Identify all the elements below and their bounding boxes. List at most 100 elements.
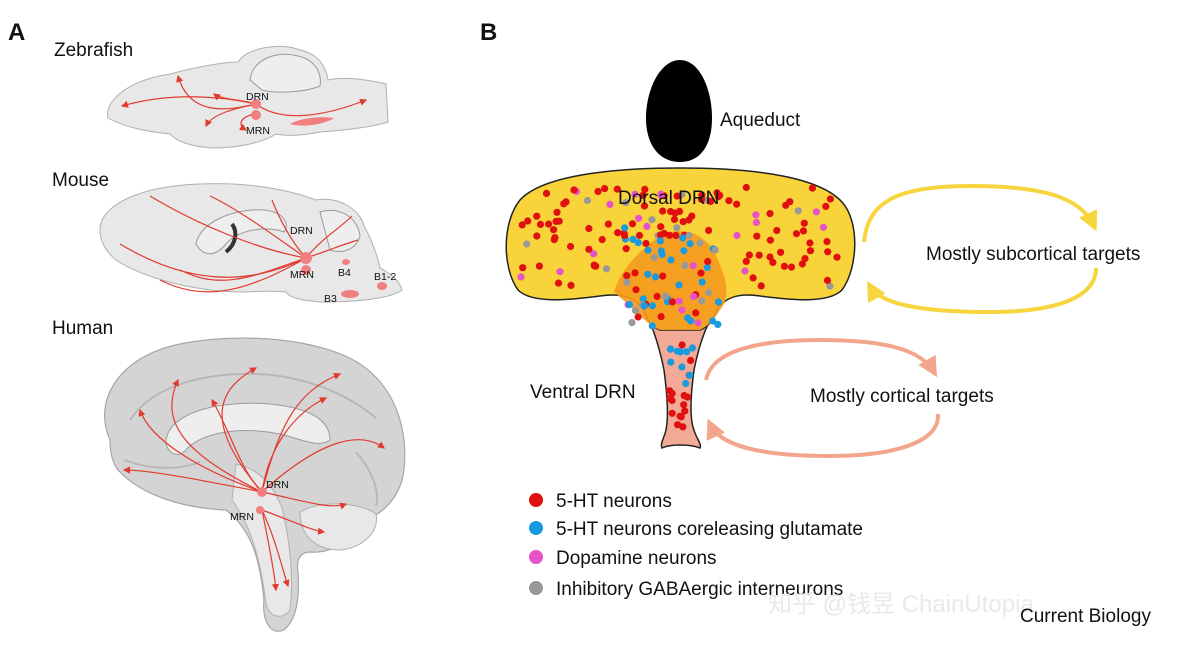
neuron-dot bbox=[639, 191, 647, 199]
neuron-dot bbox=[583, 196, 592, 205]
aqueduct-shape bbox=[646, 60, 712, 162]
neuron-dot bbox=[833, 253, 841, 261]
neuron-dot bbox=[653, 292, 661, 300]
neuron-dot bbox=[678, 363, 686, 371]
neuron-dot bbox=[675, 281, 683, 289]
neuron-dot bbox=[665, 231, 674, 239]
neuron-dot bbox=[567, 242, 575, 251]
legend-dot-dopamine bbox=[529, 550, 543, 564]
human-projection-8 bbox=[211, 398, 263, 493]
mouse-mrn bbox=[301, 265, 311, 275]
neuron-dot bbox=[733, 231, 741, 240]
mouse-b4-label: B4 bbox=[338, 267, 351, 279]
neuron-dot bbox=[686, 371, 694, 379]
neuron-dot bbox=[688, 212, 696, 220]
neuron-dot bbox=[550, 236, 558, 244]
mouse-drn bbox=[300, 252, 312, 264]
mouse-b1-2 bbox=[377, 282, 387, 290]
panel-a-letter: A bbox=[8, 19, 25, 46]
neuron-dot bbox=[686, 240, 694, 248]
neuron-dot bbox=[657, 247, 665, 255]
neuron-dot bbox=[650, 253, 658, 262]
neuron-dot bbox=[641, 185, 649, 193]
mouse-projection-1 bbox=[119, 243, 307, 278]
human-projection-6 bbox=[261, 491, 348, 510]
neuron-dot bbox=[667, 345, 675, 353]
panel-b: B Aqueduct Dorsal DRN Ventral DRN Mostly… bbox=[480, 19, 1151, 627]
mouse-b1-2-label: B1-2 bbox=[374, 271, 396, 283]
neuron-dot bbox=[680, 392, 688, 400]
neuron-dot bbox=[594, 187, 602, 196]
neuron-dot bbox=[689, 262, 697, 270]
neuron-dot bbox=[713, 189, 721, 197]
neuron-dot bbox=[800, 219, 808, 227]
neuron-dot bbox=[651, 273, 660, 281]
neuron-dot bbox=[798, 260, 807, 268]
neuron-dot bbox=[812, 208, 821, 216]
neuron-dot bbox=[703, 263, 711, 271]
ventral-drn-shape bbox=[638, 299, 724, 450]
neuron-dot bbox=[742, 257, 750, 265]
neuron-dot bbox=[644, 246, 652, 254]
legend-label-gaba: Inhibitory GABAergic interneurons bbox=[556, 579, 843, 600]
neuron-dot bbox=[823, 276, 832, 284]
neuron-dot bbox=[766, 236, 775, 244]
neuron-dot bbox=[755, 251, 763, 259]
human-cerebellum bbox=[299, 503, 378, 551]
neuron-dot bbox=[676, 412, 684, 420]
neuron-dot bbox=[670, 215, 679, 223]
neuron-dot bbox=[808, 184, 817, 192]
legend-dot-5ht-glutamate bbox=[529, 521, 543, 535]
neuron-dot bbox=[680, 401, 688, 409]
neuron-dot bbox=[628, 319, 636, 327]
neuron-dot bbox=[688, 344, 697, 352]
neuron-dot bbox=[773, 226, 781, 235]
neuron-dot bbox=[822, 202, 830, 210]
legend-label-5ht: 5-HT neurons bbox=[556, 491, 672, 512]
legend: 5-HT neurons 5-HT neurons coreleasing gl… bbox=[529, 491, 863, 600]
neuron-dot bbox=[533, 212, 541, 220]
neuron-dot bbox=[518, 221, 526, 229]
human-projection-10 bbox=[261, 509, 279, 592]
human-corpus-callosum bbox=[165, 402, 331, 455]
neuron-dot bbox=[623, 278, 631, 286]
human-drn-label: DRN bbox=[266, 479, 289, 491]
neuron-dot bbox=[635, 231, 644, 240]
mouse-brain: Mouse DRN MRN B4 B1-2 B3 bbox=[52, 170, 403, 305]
subcortical-arrow-bottom bbox=[867, 267, 1098, 315]
neuron-dot bbox=[741, 267, 749, 275]
neuron-dot bbox=[631, 190, 639, 198]
cortical-arrow-top bbox=[704, 337, 938, 381]
neuron-dot bbox=[631, 306, 640, 315]
neuron-dot bbox=[794, 207, 802, 215]
neuron-dot bbox=[606, 200, 614, 208]
mouse-drn-label: DRN bbox=[290, 225, 313, 237]
neuron-dot bbox=[620, 232, 629, 240]
neuron-dot bbox=[676, 348, 684, 356]
neuron-dot bbox=[590, 261, 598, 269]
neuron-dot bbox=[635, 214, 643, 222]
neuron-dot bbox=[697, 269, 705, 277]
neuron-dot bbox=[672, 231, 680, 240]
human-drn bbox=[257, 487, 267, 497]
neuron-dot bbox=[623, 272, 631, 280]
mouse-projection-7 bbox=[305, 239, 359, 259]
neuron-dot bbox=[542, 189, 551, 197]
neuron-dot bbox=[683, 348, 691, 356]
zebrafish-hindbrain-nucleus bbox=[290, 117, 334, 126]
neuron-dot bbox=[714, 320, 722, 328]
mouse-mrn-label: MRN bbox=[290, 269, 314, 281]
neuron-dot bbox=[648, 322, 656, 330]
neuron-dot bbox=[692, 309, 700, 317]
neuron-dot bbox=[629, 235, 637, 243]
neuron-dot bbox=[777, 248, 785, 256]
mouse-projection-5 bbox=[179, 257, 307, 281]
neuron-dot bbox=[554, 279, 563, 287]
neuron-dot bbox=[711, 246, 719, 254]
neuron-dot bbox=[742, 183, 750, 192]
human-projection-11 bbox=[261, 509, 290, 588]
neuron-dot bbox=[753, 232, 761, 240]
legend-label-5ht-glutamate: 5-HT neurons coreleasing glutamate bbox=[556, 519, 863, 540]
human-gyrus-3 bbox=[355, 451, 378, 507]
neuron-dot bbox=[622, 245, 630, 253]
